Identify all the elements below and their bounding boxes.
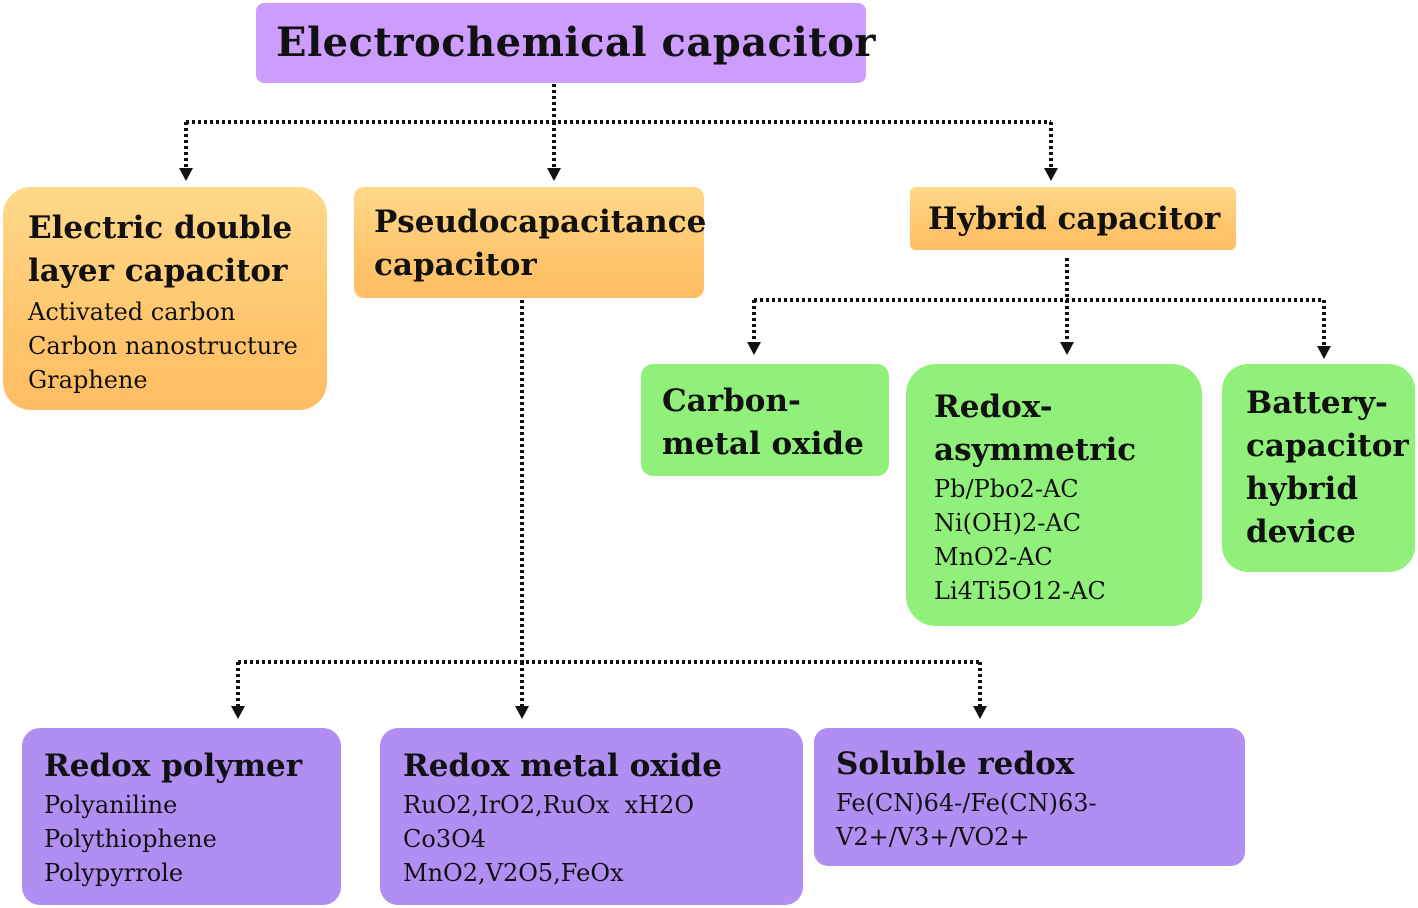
node-pseudocapacitance: Pseudocapacitance capacitor	[354, 187, 707, 298]
list-item: Fe(CN)64-/Fe(CN)63-	[836, 789, 1097, 817]
node-redox-metal-oxide-list: RuO2,IrO2,RuOx xH2O Co3O4 MnO2,V2O5,FeOx	[403, 788, 803, 890]
node-carbon-metal-oxide: Carbon- metal oxide	[641, 364, 889, 476]
arrowhead-edlc	[179, 168, 193, 181]
node-battery-capacitor-title: Battery- capacitor hybrid device	[1246, 385, 1409, 550]
list-item: Polyaniline	[44, 791, 178, 819]
node-pseudocapacitance-title: Pseudocapacitance capacitor	[374, 204, 707, 283]
list-item: Polypyrrole	[44, 859, 184, 887]
node-redox-polymer-list: Polyaniline Polythiophene Polypyrrole	[44, 788, 341, 890]
node-redox-asymmetric-list: Pb/Pbo2-AC Ni(OH)2-AC MnO2-AC Li4Ti5O12-…	[934, 472, 1202, 608]
list-item: Polythiophene	[44, 825, 217, 853]
node-redox-asymmetric: Redox- asymmetric Pb/Pbo2-AC Ni(OH)2-AC …	[906, 364, 1202, 626]
node-redox-metal-oxide-title: Redox metal oxide	[403, 748, 722, 784]
node-edlc-list: Activated carbon Carbon nanostructure Gr…	[28, 295, 327, 397]
arrowhead-carbon-metal-oxide	[747, 342, 761, 355]
node-edlc: Electric double layer capacitor Activate…	[3, 187, 327, 410]
list-item: MnO2-AC	[934, 543, 1053, 571]
list-item: Pb/Pbo2-AC	[934, 475, 1079, 503]
node-electrochemical-capacitor-title: Electrochemical capacitor	[276, 19, 876, 66]
arrowhead-pseudo	[547, 168, 561, 181]
list-item: Co3O4	[403, 825, 487, 853]
node-soluble-redox: Soluble redox Fe(CN)64-/Fe(CN)63- V2+/V3…	[814, 728, 1245, 866]
node-hybrid: Hybrid capacitor	[910, 187, 1236, 250]
node-edlc-title: Electric double layer capacitor	[28, 210, 293, 289]
node-hybrid-title: Hybrid capacitor	[928, 201, 1221, 237]
node-redox-metal-oxide: Redox metal oxide RuO2,IrO2,RuOx xH2O Co…	[380, 728, 803, 905]
list-item: V2+/V3+/VO2+	[836, 823, 1030, 851]
node-soluble-redox-list: Fe(CN)64-/Fe(CN)63- V2+/V3+/VO2+	[836, 786, 1245, 854]
list-item: MnO2,V2O5,FeOx	[403, 859, 624, 887]
list-item: Graphene	[28, 366, 148, 394]
arrowhead-hybrid	[1044, 168, 1058, 181]
node-redox-polymer: Redox polymer Polyaniline Polythiophene …	[22, 728, 341, 905]
list-item: Activated carbon	[28, 298, 236, 326]
arrowhead-redox-asymmetric	[1060, 342, 1074, 355]
node-redox-asymmetric-title: Redox- asymmetric	[934, 389, 1137, 468]
node-redox-polymer-title: Redox polymer	[44, 748, 303, 784]
arrowhead-soluble-redox	[973, 706, 987, 719]
arrowhead-redox-metal-oxide	[515, 706, 529, 719]
arrowhead-redox-polymer	[231, 706, 245, 719]
node-carbon-metal-oxide-title: Carbon- metal oxide	[662, 383, 864, 462]
list-item: RuO2,IrO2,RuOx xH2O	[403, 791, 695, 819]
list-item: Li4Ti5O12-AC	[934, 577, 1106, 605]
node-battery-capacitor: Battery- capacitor hybrid device	[1222, 364, 1415, 572]
list-item: Ni(OH)2-AC	[934, 509, 1082, 537]
arrowhead-battery-capacitor	[1317, 346, 1331, 359]
list-item: Carbon nanostructure	[28, 332, 298, 360]
node-electrochemical-capacitor: Electrochemical capacitor	[256, 3, 875, 83]
node-soluble-redox-title: Soluble redox	[836, 746, 1075, 782]
